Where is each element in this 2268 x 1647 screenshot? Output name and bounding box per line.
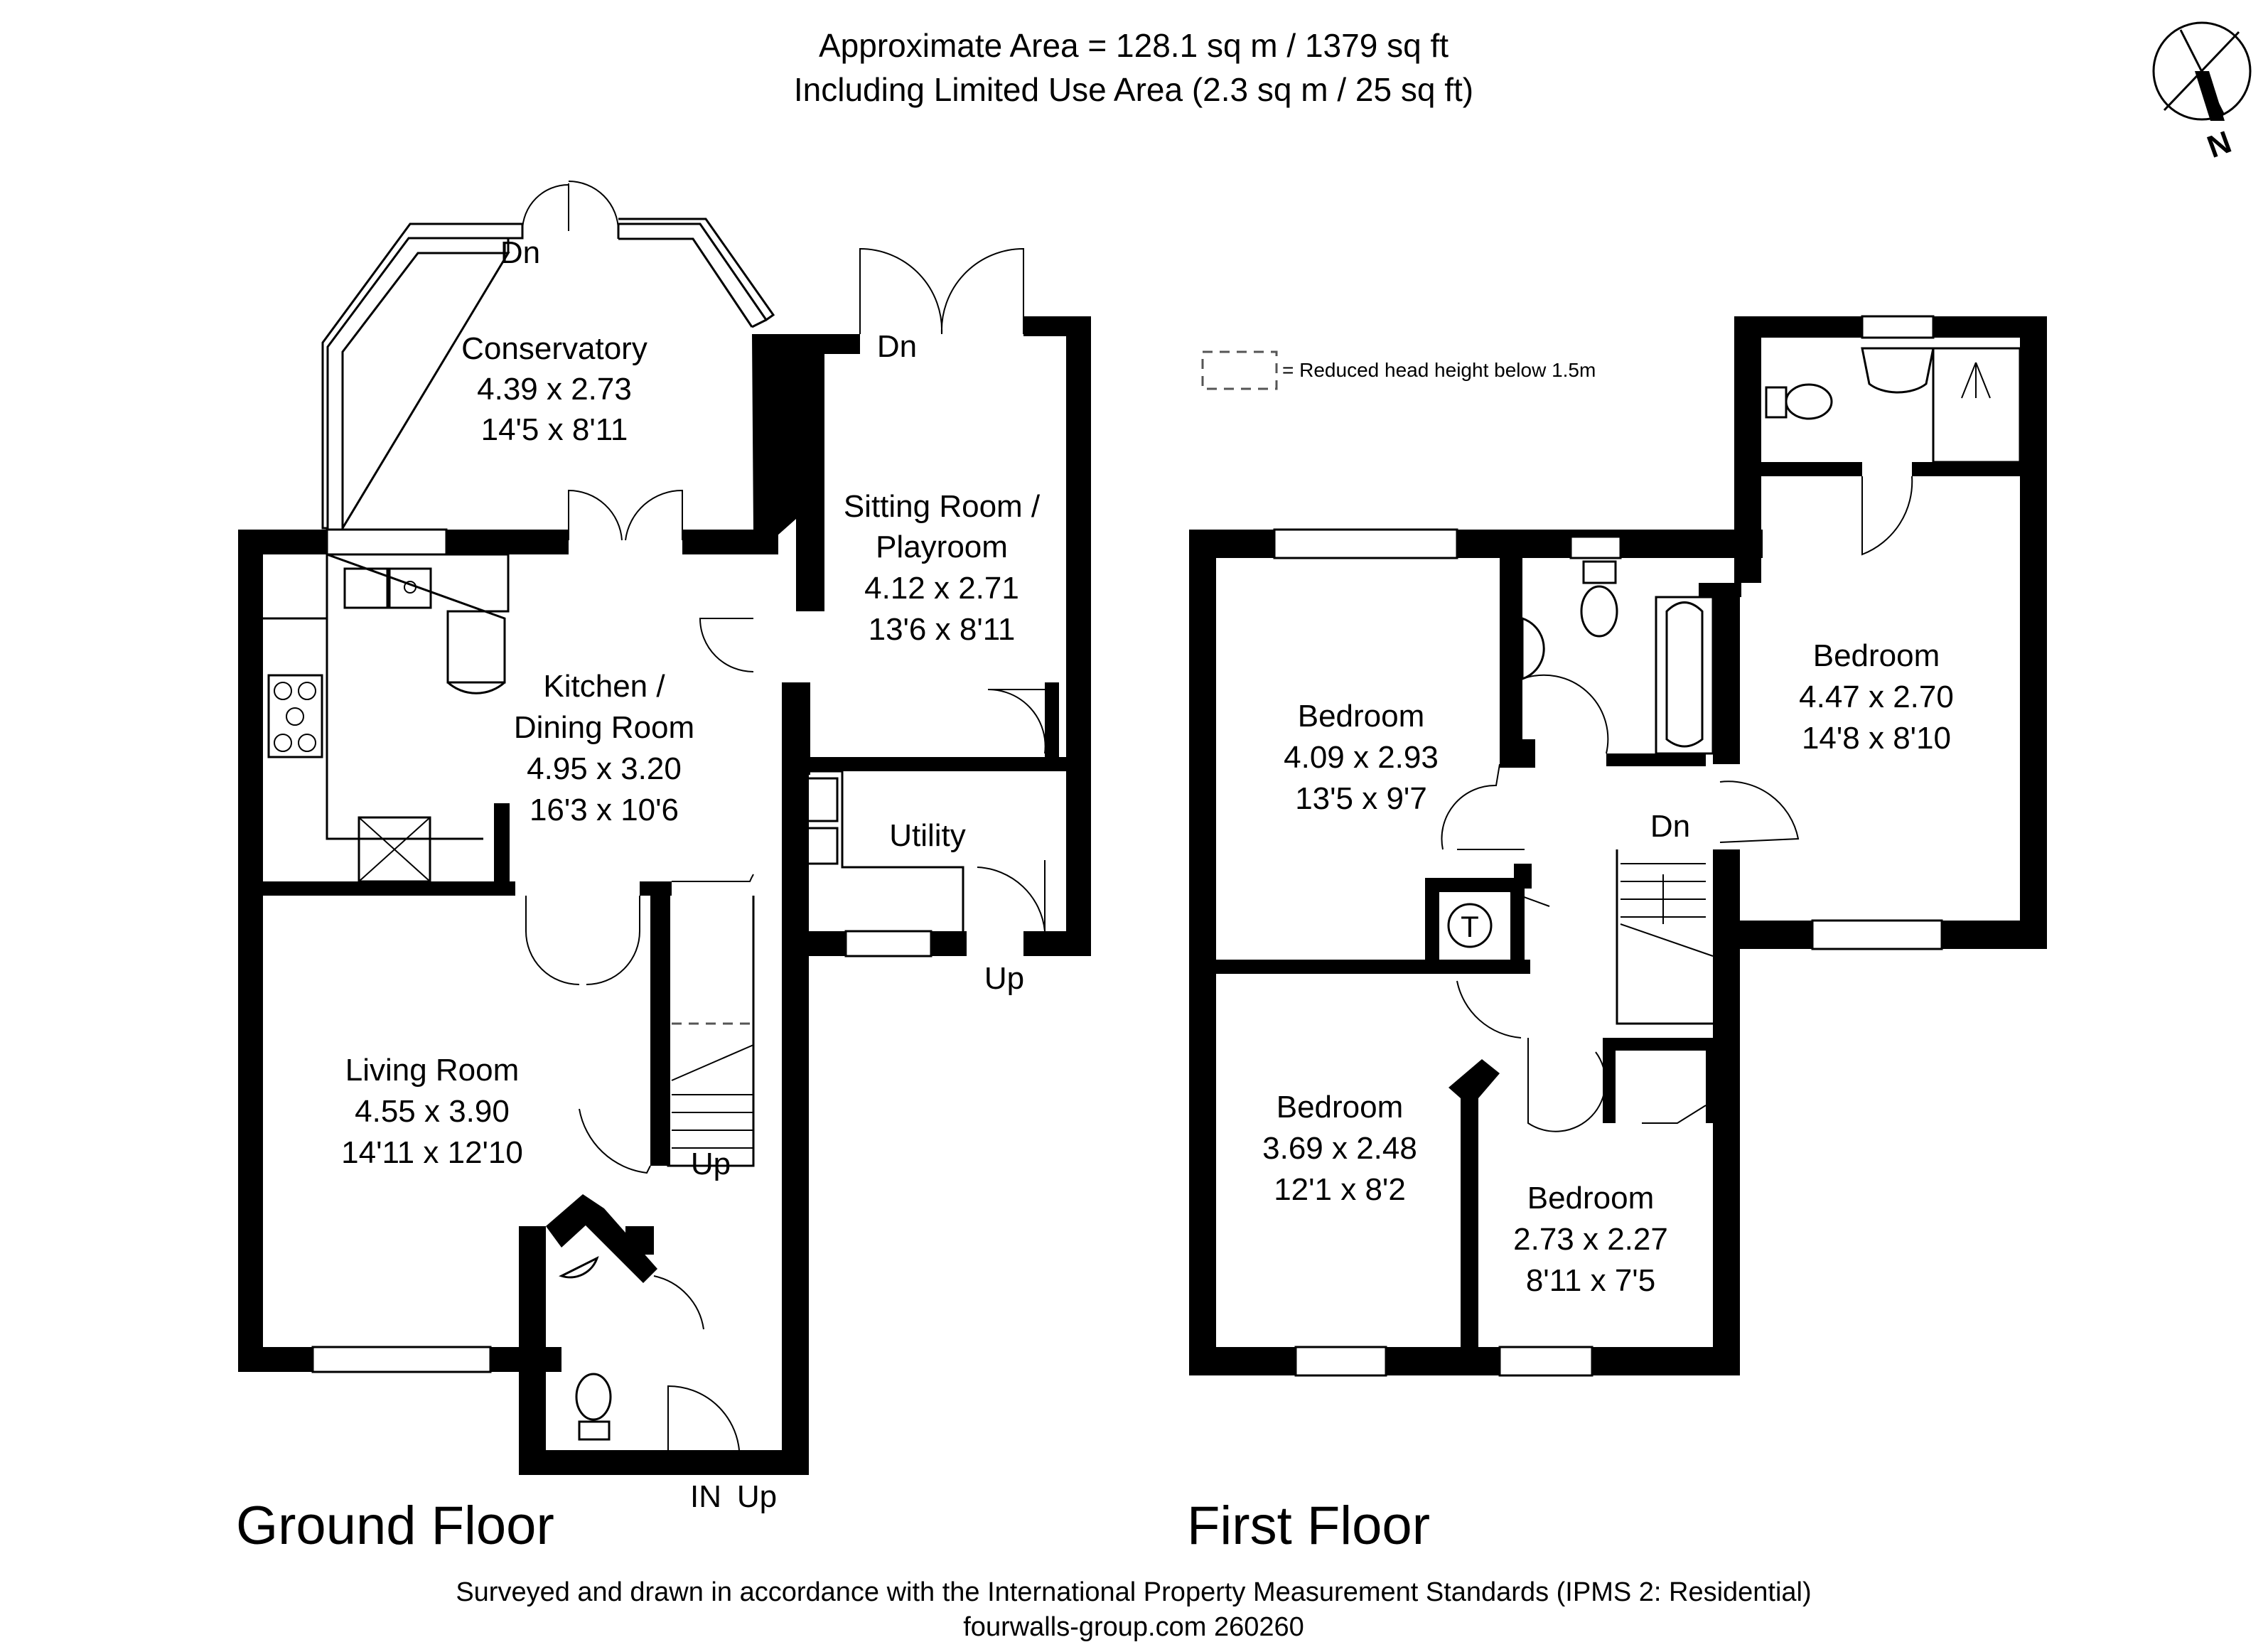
bedroom3-metric: 3.69 x 2.48 <box>1262 1131 1417 1166</box>
bedroom2-name: Bedroom <box>1813 638 1940 673</box>
legend-text: = Reduced head height below 1.5m <box>1282 359 1596 381</box>
utility-name: Utility <box>889 818 966 853</box>
sitting-metric: 4.12 x 2.71 <box>864 571 1019 606</box>
legend: = Reduced head height below 1.5m <box>1201 350 1596 390</box>
sitting-name-line2: Playroom <box>876 530 1008 564</box>
sitting-imperial: 13'6 x 8'11 <box>869 612 1016 647</box>
kitchen-metric: 4.95 x 3.20 <box>527 751 682 786</box>
dn-conservatory-label: Dn <box>500 235 540 270</box>
living-name: Living Room <box>345 1053 520 1088</box>
first-floor-title: First Floor <box>1187 1496 1430 1556</box>
kitchen-name-line1: Kitchen / <box>543 669 665 704</box>
area-line: Approximate Area = 128.1 sq m / 1379 sq … <box>819 27 1449 64</box>
dn-sitting-label: Dn <box>877 329 917 364</box>
conservatory-name: Conservatory <box>461 331 647 366</box>
dn-stairs-label: Dn <box>1650 809 1690 844</box>
up-stairs-label: Up <box>691 1147 731 1181</box>
ground-floor-plan: Dn Conservatory 4.39 x 2.73 14'5 x 8'11 … <box>236 181 1091 1556</box>
compass-north-label: N <box>2203 124 2236 165</box>
bedroom2-imperial: 14'8 x 8'10 <box>1802 721 1951 756</box>
footer-ref-line: fourwalls-group.com 260260 <box>963 1612 1304 1642</box>
bedroom3-name: Bedroom <box>1277 1090 1404 1125</box>
first-floor-plan: T Bedroom 4.09 x 2.93 <box>1187 315 2047 1556</box>
ground-floor-title: Ground Floor <box>236 1496 554 1556</box>
bedroom1-name: Bedroom <box>1298 699 1425 734</box>
bedroom1-metric: 4.09 x 2.93 <box>1284 740 1439 775</box>
conservatory-metric: 4.39 x 2.73 <box>477 372 632 407</box>
bedroom2-metric: 4.47 x 2.70 <box>1799 680 1954 714</box>
bedroom3-imperial: 12'1 x 8'2 <box>1274 1172 1406 1207</box>
sitting-name-line1: Sitting Room / <box>844 489 1041 524</box>
up-utility-label: Up <box>984 961 1024 996</box>
conservatory-imperial: 14'5 x 8'11 <box>481 412 628 447</box>
bedroom4-metric: 2.73 x 2.27 <box>1513 1222 1668 1257</box>
kitchen-name-line2: Dining Room <box>514 710 694 745</box>
entrance-in-label: IN <box>690 1479 721 1514</box>
kitchen-imperial: 16'3 x 10'6 <box>530 793 679 827</box>
bedroom1-imperial: 13'5 x 9'7 <box>1295 781 1427 816</box>
limited-use-line: Including Limited Use Area (2.3 sq m / 2… <box>794 71 1473 108</box>
tank-label: T <box>1461 910 1479 943</box>
bedroom4-name: Bedroom <box>1527 1181 1655 1216</box>
entrance-up-label: Up <box>737 1479 777 1514</box>
footer-standard-line: Surveyed and drawn in accordance with th… <box>456 1577 1811 1607</box>
compass: N <box>2152 21 2252 165</box>
living-imperial: 14'11 x 12'10 <box>341 1135 523 1170</box>
bedroom4-imperial: 8'11 x 7'5 <box>1526 1263 1655 1298</box>
living-metric: 4.55 x 3.90 <box>355 1094 510 1129</box>
